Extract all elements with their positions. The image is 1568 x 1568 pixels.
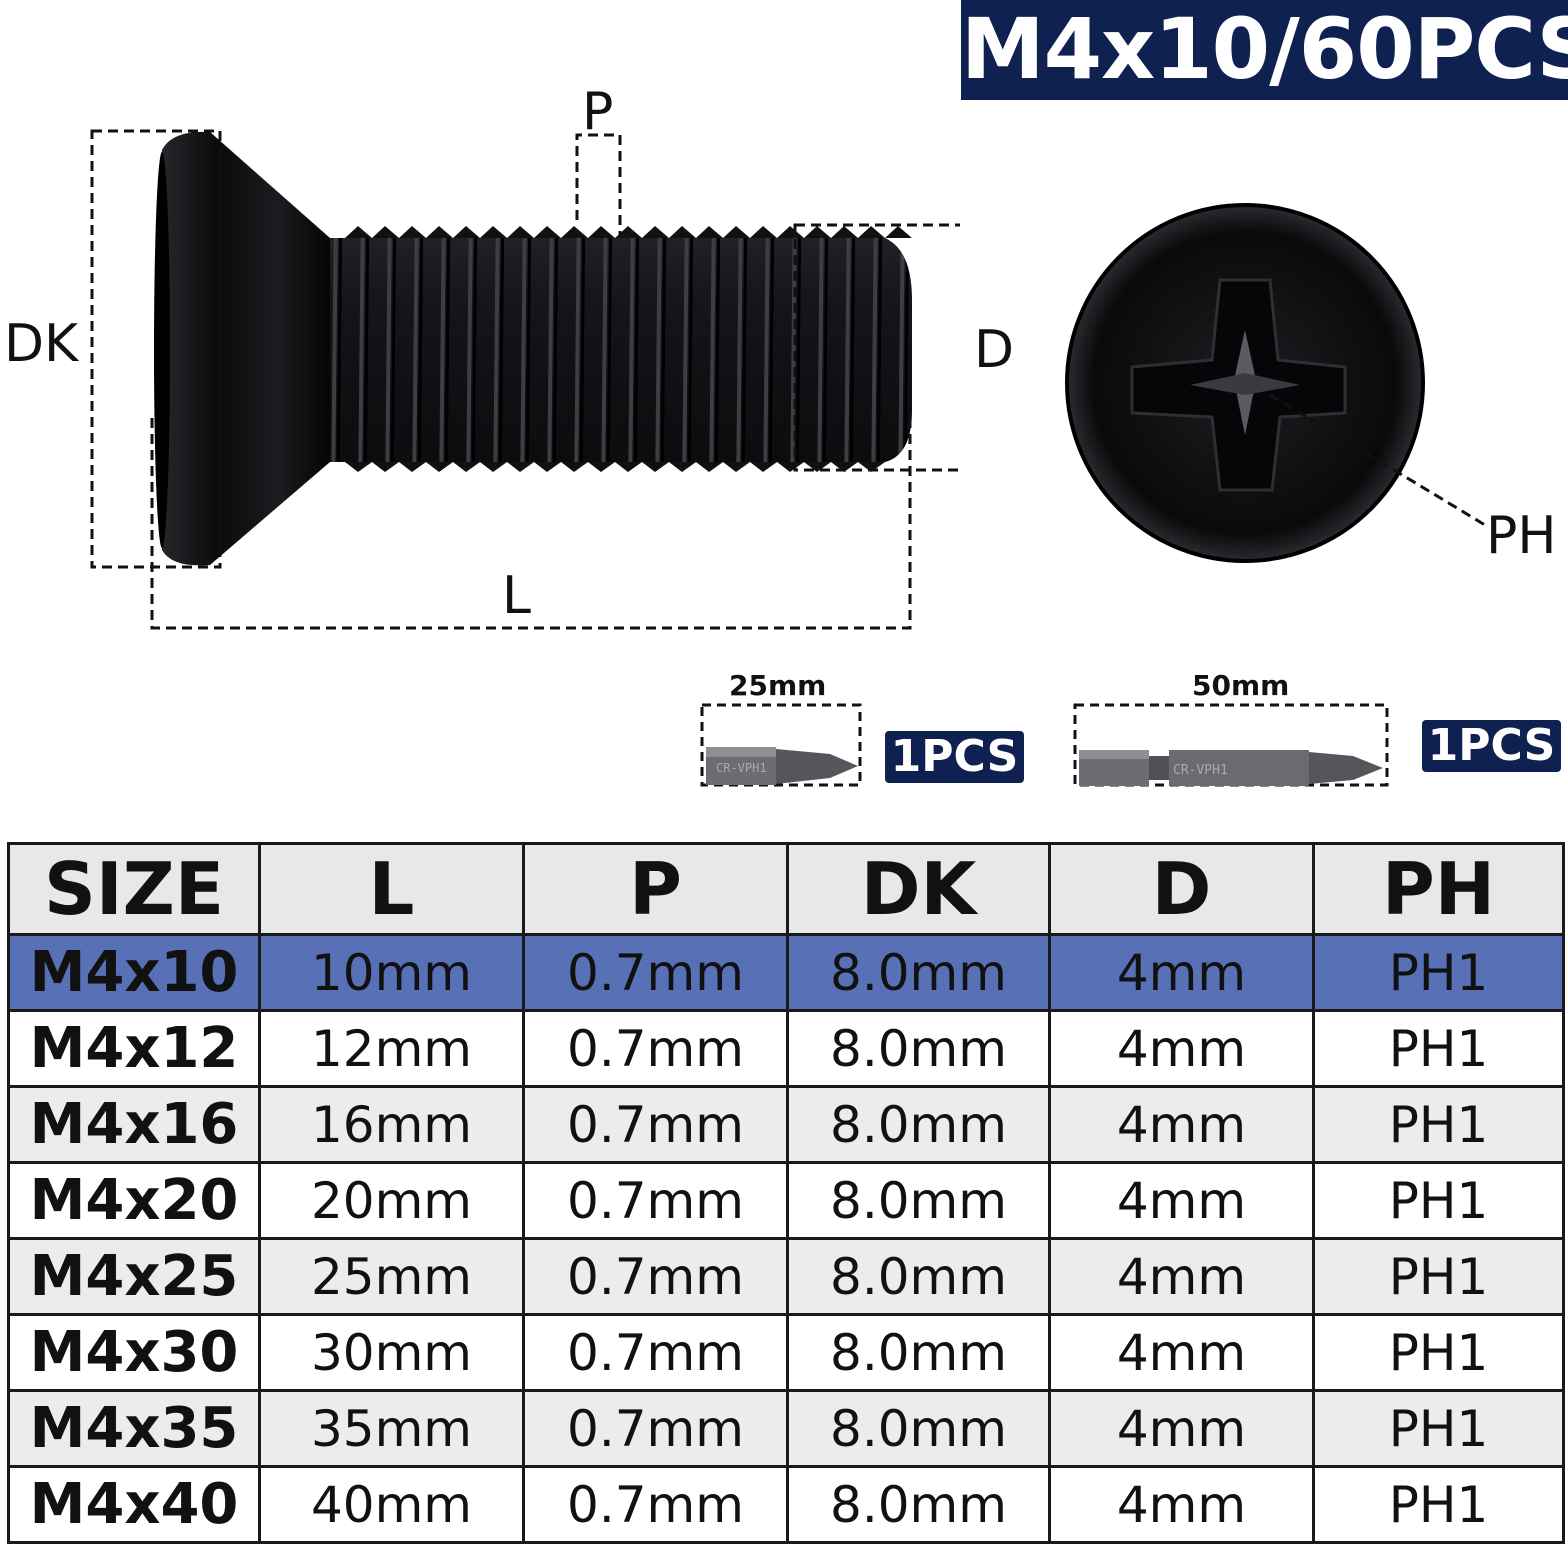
table-cell-ph: PH1 [1312,1313,1565,1392]
table-cell-p: 0.7mm [522,933,789,1012]
table-cell-l: 40mm [258,1465,525,1544]
table-cell-ph: PH1 [1312,1465,1565,1544]
screw-head-top-view [1065,203,1486,563]
table-cell-d: 4mm [1048,1161,1315,1240]
table-cell-p: 0.7mm [522,1161,789,1240]
table-cell-d: 4mm [1048,1465,1315,1544]
table-cell-l: 35mm [258,1389,525,1468]
table-cell-p: 0.7mm [522,1313,789,1392]
table-cell-l: 10mm [258,933,525,1012]
table-cell-l: 25mm [258,1237,525,1316]
table-cell-size: M4x12 [7,1009,261,1088]
bit-25-length: 25mm [729,669,827,702]
table-cell-l: 30mm [258,1313,525,1392]
table-cell-ph: PH1 [1312,933,1565,1012]
table-cell-ph: PH1 [1312,1237,1565,1316]
l-label: L [502,566,531,626]
header-ph: PH [1312,842,1565,936]
table-cell-ph: PH1 [1312,1009,1565,1088]
table-cell-p: 0.7mm [522,1465,789,1544]
table-cell-size: M4x25 [7,1237,261,1316]
header-size: SIZE [7,842,261,936]
table-cell-p: 0.7mm [522,1085,789,1164]
table-cell-p: 0.7mm [522,1009,789,1088]
table-cell-d: 4mm [1048,1085,1315,1164]
bit-50-length: 50mm [1192,669,1290,702]
table-cell-size: M4x30 [7,1313,261,1392]
table-cell-ph: PH1 [1312,1389,1565,1468]
table-cell-ph: PH1 [1312,1161,1565,1240]
table-cell-l: 12mm [258,1009,525,1088]
header-dk: DK [786,842,1051,936]
p-label: P [582,82,614,142]
screw-shaft [330,226,912,472]
table-cell-dk: 8.0mm [786,933,1051,1012]
table-cell-dk: 8.0mm [786,1237,1051,1316]
dk-dimension-box [90,129,222,569]
table-cell-p: 0.7mm [522,1237,789,1316]
table-cell-d: 4mm [1048,1313,1315,1392]
bit-50-quantity-badge: 1PCS [1422,720,1561,772]
table-cell-dk: 8.0mm [786,1085,1051,1164]
table-cell-size: M4x10 [7,933,261,1012]
dk-label: DK [4,314,79,374]
d-dimension-box [793,223,960,472]
header-l: L [258,842,525,936]
table-cell-dk: 8.0mm [786,1389,1051,1468]
screw-side-diagram [90,129,960,630]
table-cell-dk: 8.0mm [786,1009,1051,1088]
bit-50-engraving: CR-VPH1 [1173,763,1228,778]
table-cell-dk: 8.0mm [786,1161,1051,1240]
screw-head [156,131,330,566]
table-header-row: SIZE L P DK D PH [7,842,1565,936]
d-label: D [974,320,1015,380]
ph-label: PH [1486,506,1557,566]
p-dimension-box [575,133,622,235]
bit-50-image: CR-VPH1 [1073,703,1389,787]
title-banner: M4x10/60PCS [961,0,1568,100]
table-cell-dk: 8.0mm [786,1313,1051,1392]
table-cell-d: 4mm [1048,1009,1315,1088]
table-cell-size: M4x35 [7,1389,261,1468]
header-d: D [1048,842,1315,936]
table-cell-l: 16mm [258,1085,525,1164]
table-cell-size: M4x20 [7,1161,261,1240]
table-cell-p: 0.7mm [522,1389,789,1468]
l-dimension-box [150,418,912,630]
bit-25-quantity-badge: 1PCS [885,731,1024,783]
table-cell-dk: 8.0mm [786,1465,1051,1544]
table-cell-ph: PH1 [1312,1085,1565,1164]
table-cell-size: M4x40 [7,1465,261,1544]
table-cell-l: 20mm [258,1161,525,1240]
table-cell-size: M4x16 [7,1085,261,1164]
table-cell-d: 4mm [1048,933,1315,1012]
header-p: P [522,842,789,936]
table-cell-d: 4mm [1048,1237,1315,1316]
bit-25-image: CR-VPH1 [700,703,862,787]
table-cell-d: 4mm [1048,1389,1315,1468]
bit-25-engraving: CR-VPH1 [716,761,767,775]
